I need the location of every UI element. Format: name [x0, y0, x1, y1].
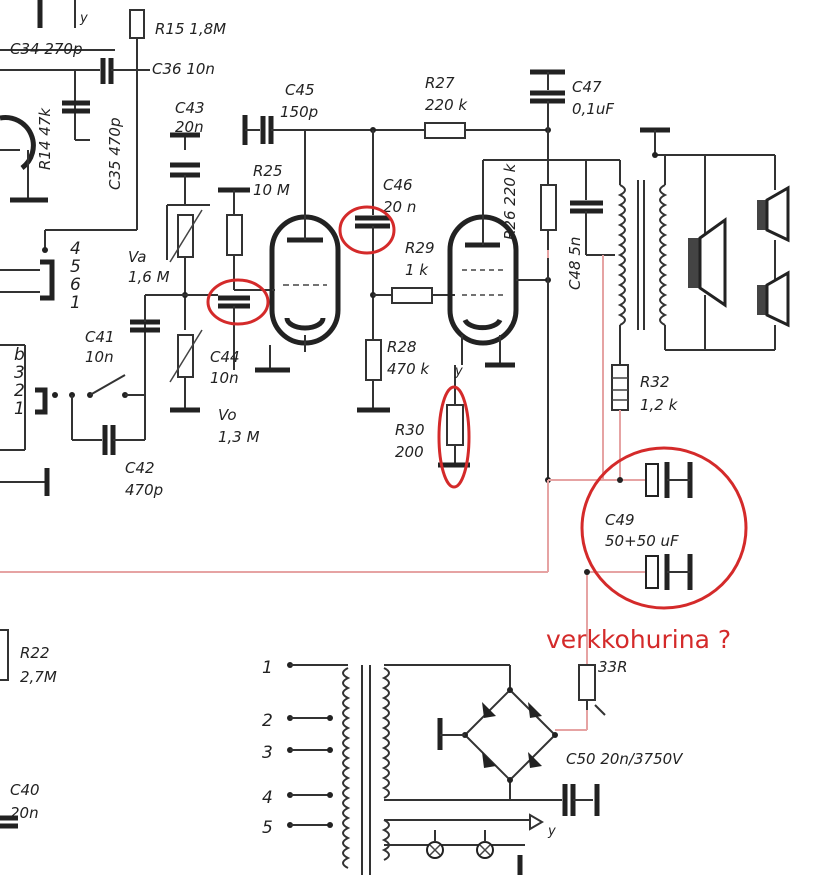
power-supply-section: 33R 1 2 3 4 5 y [262, 658, 684, 875]
c41-label: C41 [85, 328, 115, 346]
vo-label: Vo [218, 406, 237, 424]
c41-value: 10n [85, 348, 114, 366]
c35-label: C35 470p [106, 118, 124, 190]
c48-label: C48 5n [566, 237, 584, 290]
r30-label: R30 [395, 421, 425, 439]
top-left-input-section: R15 1,8M C34 270p C36 10n R14 47k C35 47… [0, 0, 226, 253]
r15-label: R15 1,8M [155, 20, 226, 38]
highlight-circle-r30 [437, 385, 471, 489]
jack2-pin-3: 3 [14, 363, 25, 383]
jack1-pin-1: 1 [70, 293, 81, 313]
pt-pin-4: 4 [262, 788, 273, 808]
y-bot-label: y [547, 824, 556, 839]
c49-filter-cap: C49 50+50 uF [605, 462, 693, 590]
c45-label: C45 [285, 81, 315, 99]
c34-label: C34 270p [10, 40, 82, 58]
va-label: Va [128, 248, 147, 266]
highlight-circle-c46 [338, 205, 396, 255]
c43-value: 20n [175, 118, 204, 136]
output-transformer [603, 127, 790, 365]
y-mid-label: y [454, 364, 463, 379]
jack2-pin-2: 2 [14, 381, 25, 401]
pt-pin-3: 3 [262, 743, 273, 763]
c46-label: C46 [383, 176, 413, 194]
lower-left-parts: R22 2,7M C40 20n [0, 629, 57, 829]
r32-value: 1,2 k [640, 396, 679, 414]
r27-value: 220 k [425, 96, 468, 114]
r30-value: 200 [395, 443, 424, 461]
c42-value: 470p [125, 481, 163, 499]
c43-label: C43 [175, 99, 205, 117]
highlight-markers [206, 205, 748, 610]
c40-value: 20n [10, 804, 39, 822]
jack2-pin-b: b [14, 345, 25, 365]
preamp-tube [255, 130, 341, 373]
r28-label: R28 [387, 338, 417, 356]
jack2-pin-1: 1 [14, 399, 25, 419]
c36-label: C36 10n [152, 60, 215, 78]
c47-value: 0,1uF [572, 100, 614, 118]
r22-label: R22 [20, 644, 50, 662]
pt-pin-5: 5 [262, 818, 273, 838]
c40-label: C40 [10, 781, 40, 799]
c44-value: 10n [210, 369, 239, 387]
jack1-pin-4: 4 [70, 239, 81, 259]
vo-value: 1,3 M [218, 428, 260, 446]
interstage-network: C46 20 n R29 1 k R28 470 k [355, 130, 455, 413]
r32-label: R32 [640, 373, 670, 391]
r29-label: R29 [405, 239, 435, 257]
r22-value: 2,7M [20, 668, 57, 686]
pt-pin-1: 1 [262, 658, 273, 678]
r25-value: 10 M [253, 181, 290, 199]
r14-label: R14 47k [36, 107, 54, 170]
c44-label: C44 [210, 348, 240, 366]
r33-label: 33R [598, 658, 628, 676]
hum-annotation: verkkohurina ? [546, 625, 731, 654]
output-stage-passives: R26 220 k C48 5n R30 200 [395, 160, 615, 483]
jack1-pin-5: 5 [70, 257, 81, 277]
r28-value: 470 k [387, 360, 430, 378]
input-jacks: 4 5 6 1 b 3 2 1 [0, 239, 146, 496]
va-value: 1,6 M [128, 268, 170, 286]
highlight-circle-c44 [206, 278, 270, 326]
r32-resistor: R32 1,2 k [611, 364, 679, 480]
pt-pin-2: 2 [262, 711, 273, 731]
c47-label: C47 [572, 78, 602, 96]
c46-value: 20 n [383, 198, 416, 216]
y-top-label: y [79, 11, 88, 26]
c50-label: C50 20n/3750V [566, 750, 684, 768]
r29-value: 1 k [405, 261, 429, 279]
highlight-circle-c49 [580, 446, 748, 610]
c45-value: 150p [280, 103, 318, 121]
r26-label: R26 220 k [501, 162, 519, 240]
c42-label: C42 [125, 459, 155, 477]
c49-value: 50+50 uF [605, 532, 679, 550]
jack1-pin-6: 6 [70, 275, 81, 295]
r25-label: R25 [253, 162, 283, 180]
c49-label: C49 [605, 511, 635, 529]
r27-label: R27 [425, 74, 455, 92]
tone-control-section: C43 20n R25 10 M Va 1,6 M C41 10n C44 10… [85, 99, 290, 499]
top-rail: C45 150p R27 220 k C47 0,1uF [242, 69, 614, 185]
